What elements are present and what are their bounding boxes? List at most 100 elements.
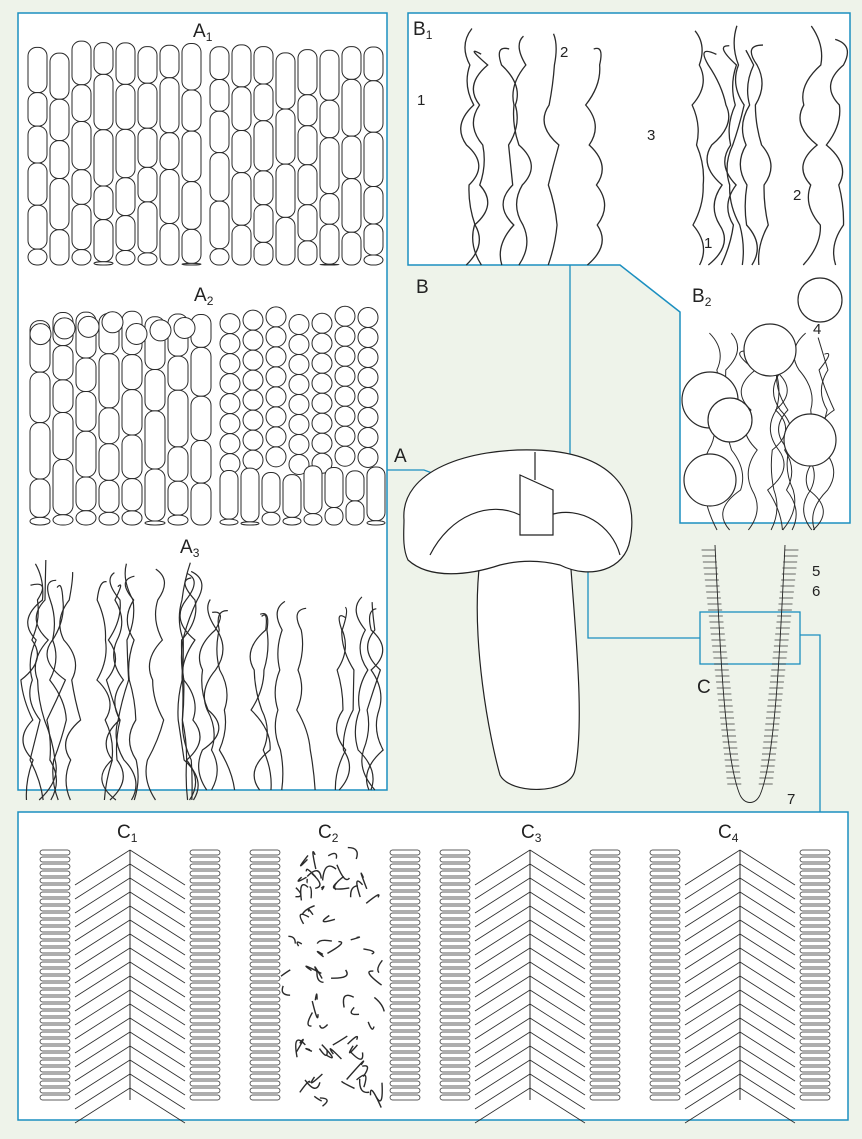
hymenium-basidia — [799, 898, 831, 905]
a1-hyphal-cells — [253, 120, 274, 172]
hymenium-basidia — [189, 919, 221, 926]
hymenium-basidia — [389, 1045, 421, 1052]
a1-hyphal-cells — [253, 204, 274, 243]
hymenium-basidia — [799, 849, 831, 856]
hymenium-basidia — [649, 1052, 681, 1059]
hymenium-basidia — [39, 1059, 71, 1066]
hymenium-basidia — [389, 926, 421, 933]
trama-hyphae — [739, 1073, 796, 1110]
irregular-trama-hyphae — [373, 996, 385, 1012]
trama-hyphae — [129, 849, 186, 886]
trama-hyphae — [129, 1087, 186, 1124]
hymenium-basidia — [439, 1052, 471, 1059]
hymenium-basidia — [589, 870, 621, 877]
a1-hyphal-cells — [159, 77, 180, 134]
hymenium-basidia — [249, 1010, 281, 1017]
a2-hyphal-cells — [167, 446, 189, 482]
hymenium-basidia — [799, 933, 831, 940]
a2-spherocyst-chains — [219, 373, 241, 395]
a2-hyphal-cells — [167, 480, 189, 516]
trama-hyphae — [129, 961, 186, 998]
a2-hyphal-cells — [98, 353, 120, 409]
a1-hyphal-cells — [209, 46, 230, 81]
hymenium-basidia — [589, 961, 621, 968]
hymenium-basidia — [649, 1038, 681, 1045]
hymenium-basidia — [799, 968, 831, 975]
trama-hyphae — [529, 1031, 586, 1068]
label-c: C — [697, 677, 711, 698]
a3-hyphae — [274, 600, 286, 791]
hymenium-basidia — [589, 891, 621, 898]
hymenium-basidia — [189, 912, 221, 919]
a2-spherocyst-chains — [219, 313, 241, 335]
hymenium-basidia — [589, 898, 621, 905]
a2-hyphal-cells — [324, 507, 344, 526]
hymenium-basidia — [389, 863, 421, 870]
trama-hyphae — [74, 1059, 131, 1096]
a2-hyphal-cells — [190, 346, 212, 397]
hymenium-basidia — [589, 996, 621, 1003]
a2-spherocyst-chains — [311, 412, 333, 434]
hymenium-basidia — [249, 884, 281, 891]
label-b1: B1 — [413, 19, 433, 42]
hymenium-basidia — [649, 849, 681, 856]
a1-hyphal-cells — [253, 241, 274, 266]
hymenium-basidia — [389, 975, 421, 982]
trama-hyphae — [684, 1045, 741, 1082]
hymenium-basidia — [39, 996, 71, 1003]
irregular-trama-hyphae — [342, 994, 355, 1008]
hymenium-basidia — [249, 1059, 281, 1066]
trama-hyphae — [474, 849, 531, 886]
b2-spherocyst — [783, 413, 837, 467]
a1-hyphal-cells — [363, 131, 384, 188]
hymenium-basidia — [249, 1073, 281, 1080]
a2-hyphal-cells — [190, 395, 212, 442]
hymenium-basidia — [249, 989, 281, 996]
callout-2-hypha-right: 2 — [793, 187, 802, 204]
a1-hyphal-cells — [297, 125, 318, 166]
b1-hyphae — [726, 25, 745, 266]
irregular-trama-hyphae — [299, 854, 309, 867]
hymenium-basidia — [39, 926, 71, 933]
trama-hyphae — [129, 863, 186, 900]
a1-hyphal-cells — [319, 49, 340, 101]
hymenium-basidia — [799, 863, 831, 870]
a1-hyphal-cells — [341, 231, 362, 266]
irregular-trama-hyphae — [350, 1006, 360, 1016]
a1-hyphal-cells — [137, 252, 158, 266]
irregular-trama-hyphae — [314, 966, 323, 979]
a2-hyphal-cells — [52, 458, 74, 516]
hymenium-basidia — [249, 1045, 281, 1052]
hymenium-basidia — [39, 1052, 71, 1059]
a1-hyphal-cells — [319, 193, 340, 225]
a1-hyphal-cells — [137, 46, 158, 84]
hymenium-basidia — [439, 1024, 471, 1031]
a1-hyphal-cells — [159, 132, 180, 171]
hymenium-basidia — [189, 1031, 221, 1038]
hymenium-basidia — [649, 996, 681, 1003]
trama-hyphae — [529, 989, 586, 1026]
a2-spherocyst-chains — [357, 326, 379, 348]
a1-hyphal-cells — [71, 249, 92, 266]
b1-hyphae — [691, 30, 705, 266]
hymenium-basidia — [439, 905, 471, 912]
a2-spherocyst-chains — [334, 385, 356, 407]
trama-hyphae — [529, 1017, 586, 1054]
hymenium-basidia — [39, 1031, 71, 1038]
hymenium-basidia — [389, 1073, 421, 1080]
hymenium-basidia — [389, 1038, 421, 1045]
irregular-trama-hyphae — [307, 908, 314, 916]
irregular-trama-hyphae — [360, 872, 368, 890]
a1-hyphal-cells — [27, 92, 48, 127]
trama-hyphae — [74, 989, 131, 1026]
hymenium-basidia — [39, 947, 71, 954]
trama-hyphae — [74, 1003, 131, 1040]
callout-1-hypha-right: 1 — [704, 235, 713, 252]
callout-2-hypha: 2 — [560, 44, 569, 61]
a2-hyphal-cells — [29, 371, 51, 424]
trama-hyphae — [74, 905, 131, 942]
hymenium-basidia — [439, 1073, 471, 1080]
hymenium-basidia — [589, 849, 621, 856]
a3-hyphae — [109, 584, 125, 801]
hymenium-basidia — [439, 891, 471, 898]
